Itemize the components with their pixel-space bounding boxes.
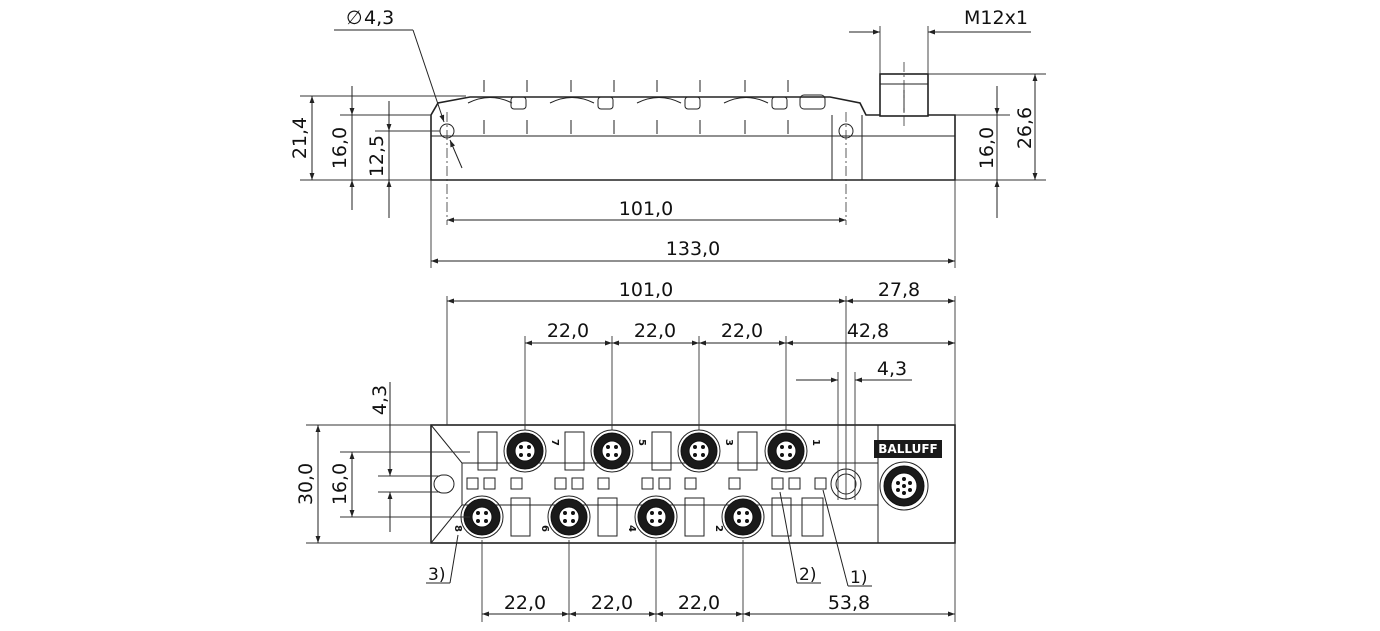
- side-height-total-left: 21,4: [289, 117, 311, 159]
- top-right-offset-2: 42,8: [847, 320, 889, 342]
- port-number-3: 3: [723, 439, 734, 446]
- top-pitch-2: 22,0: [634, 320, 676, 342]
- port-number-7: 7: [549, 439, 560, 446]
- top-offset-small: 4,3: [877, 358, 907, 380]
- bottom-pitch-1: 22,0: [504, 592, 546, 614]
- top-width-mid: 16,0: [329, 463, 351, 505]
- bottom-pitch-3: 22,0: [678, 592, 720, 614]
- bottom-right-offset: 53,8: [828, 592, 870, 614]
- side-length-holes: 101,0: [619, 198, 673, 220]
- side-body-outline: [430, 96, 956, 181]
- bottom-pitch-2: 22,0: [591, 592, 633, 614]
- side-hole-diameter-label: 4,3: [364, 7, 394, 29]
- callout-1: 1): [850, 568, 867, 588]
- top-hole-diameter: 4,3: [369, 385, 391, 415]
- side-connector-bumps: [467, 94, 863, 180]
- top-width-total: 30,0: [295, 463, 317, 505]
- side-view: ∅ 4,3 M12x1 21,4 16,0 12,5 26,6: [289, 7, 1046, 268]
- port-number-2: 2: [713, 525, 724, 532]
- port-number-8: 8: [452, 525, 463, 532]
- side-length-total: 133,0: [666, 238, 720, 260]
- top-pitch-3: 22,0: [721, 320, 763, 342]
- top-led-indicators: [466, 477, 827, 490]
- side-height-body-right: 16,0: [976, 127, 998, 169]
- top-m12-main-connector: [879, 461, 929, 511]
- port-number-5: 5: [636, 439, 647, 446]
- callout-2: 2): [799, 565, 816, 585]
- side-thread-label: M12x1: [964, 7, 1028, 29]
- top-pitch-1: 22,0: [547, 320, 589, 342]
- side-height-hole-left: 12,5: [366, 135, 388, 177]
- top-right-offset: 27,8: [878, 279, 920, 301]
- top-port-connectors-row2: [460, 495, 765, 539]
- top-length-holes: 101,0: [619, 279, 673, 301]
- port-number-1: 1: [810, 439, 821, 446]
- side-height-connector-right: 26,6: [1014, 107, 1036, 149]
- port-number-4: 4: [626, 525, 637, 532]
- svg-text:∅: ∅: [346, 7, 363, 29]
- side-height-body-left: 16,0: [329, 127, 351, 169]
- brand-logo: BALLUFF: [878, 442, 937, 456]
- brand-logo-plate: [874, 440, 942, 458]
- port-number-6: 6: [539, 525, 550, 532]
- side-centerline-ticks: [483, 80, 789, 134]
- top-mount-hole-left: [433, 474, 455, 494]
- top-port-connectors-row1: [503, 429, 808, 473]
- top-view: 7 5 3 1 8 6 4 2 BALLUFF 10: [295, 279, 956, 622]
- callout-3: 3): [428, 565, 445, 585]
